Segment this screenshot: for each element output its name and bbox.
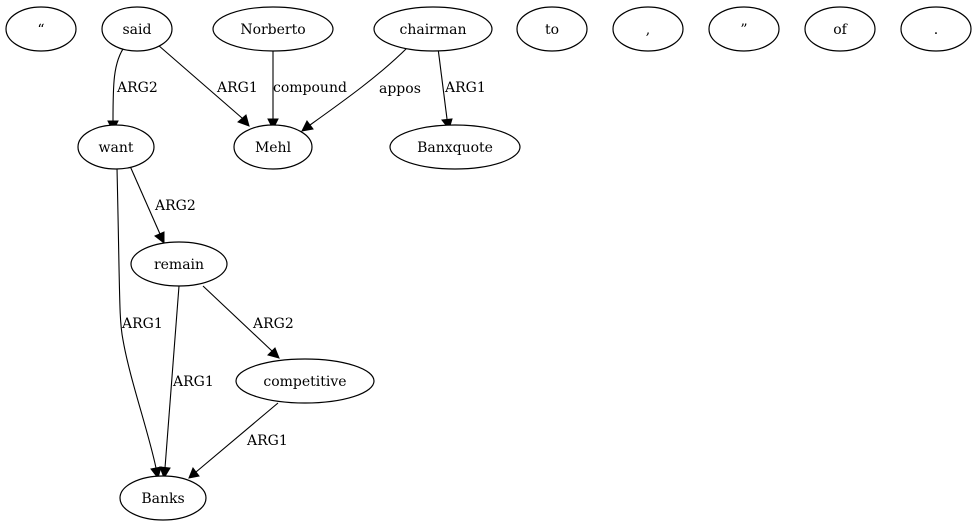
node-competitive: competitive <box>235 358 375 404</box>
svg-text:Mehl: Mehl <box>255 140 292 156</box>
node-to: to <box>516 6 588 52</box>
svg-text:of: of <box>833 22 848 38</box>
node-of: of <box>804 6 876 52</box>
edge-label-remain-competitive: ARG2 <box>252 316 294 332</box>
edge-label-chairman-mehl: appos <box>379 81 421 97</box>
node-remain: remain <box>130 241 228 287</box>
svg-text:Norberto: Norberto <box>240 22 305 38</box>
edge-label-remain-banks: ARG1 <box>172 374 214 390</box>
edge-label-want-banks: ARG1 <box>121 316 163 332</box>
edge-chairman-mehl: appos <box>301 46 421 132</box>
edge-label-said-mehl: ARG1 <box>216 80 258 96</box>
svg-text:Banks: Banks <box>141 491 184 507</box>
edge-competitive-banks: ARG1 <box>188 402 288 479</box>
node-chairman: chairman <box>373 6 493 52</box>
edge-label-said-want: ARG2 <box>116 80 158 96</box>
svg-text:remain: remain <box>154 257 204 273</box>
node-banxquote: Banxquote <box>389 124 521 170</box>
svg-text:Banxquote: Banxquote <box>417 140 493 156</box>
svg-text:“: “ <box>37 22 44 38</box>
node-comma: , <box>612 6 684 52</box>
edge-want-banks: ARG1 <box>116 167 163 480</box>
svg-text:said: said <box>123 22 152 38</box>
edge-remain-banks: ARG1 <box>159 285 214 480</box>
edge-label-chairman-banxquote: ARG1 <box>444 80 486 96</box>
edge-said-mehl: ARG1 <box>157 44 258 127</box>
svg-text:”: ” <box>740 22 747 38</box>
svg-text:chairman: chairman <box>399 22 466 38</box>
node-mehl: Mehl <box>233 124 313 170</box>
edge-label-norberto-mehl: compound <box>273 80 347 96</box>
node-said: said <box>101 6 173 52</box>
node-period: . <box>900 6 972 52</box>
edge-label-want-remain: ARG2 <box>154 198 196 214</box>
svg-text:to: to <box>545 22 559 38</box>
edge-want-remain: ARG2 <box>129 165 196 245</box>
node-open-quote: “ <box>5 6 77 52</box>
node-norberto: Norberto <box>212 6 334 52</box>
edge-label-competitive-banks: ARG1 <box>246 433 288 449</box>
svg-text:,: , <box>646 22 650 38</box>
svg-text:.: . <box>934 22 938 38</box>
edge-said-want: ARG2 <box>107 45 158 133</box>
node-banks: Banks <box>119 475 207 521</box>
node-close-quote: ” <box>708 6 780 52</box>
edge-remain-competitive: ARG2 <box>202 285 294 359</box>
edge-chairman-banxquote: ARG1 <box>437 47 486 131</box>
svg-text:competitive: competitive <box>263 374 346 390</box>
svg-text:want: want <box>99 140 134 156</box>
node-want: want <box>77 124 155 170</box>
edge-norberto-mehl: compound <box>267 48 347 131</box>
